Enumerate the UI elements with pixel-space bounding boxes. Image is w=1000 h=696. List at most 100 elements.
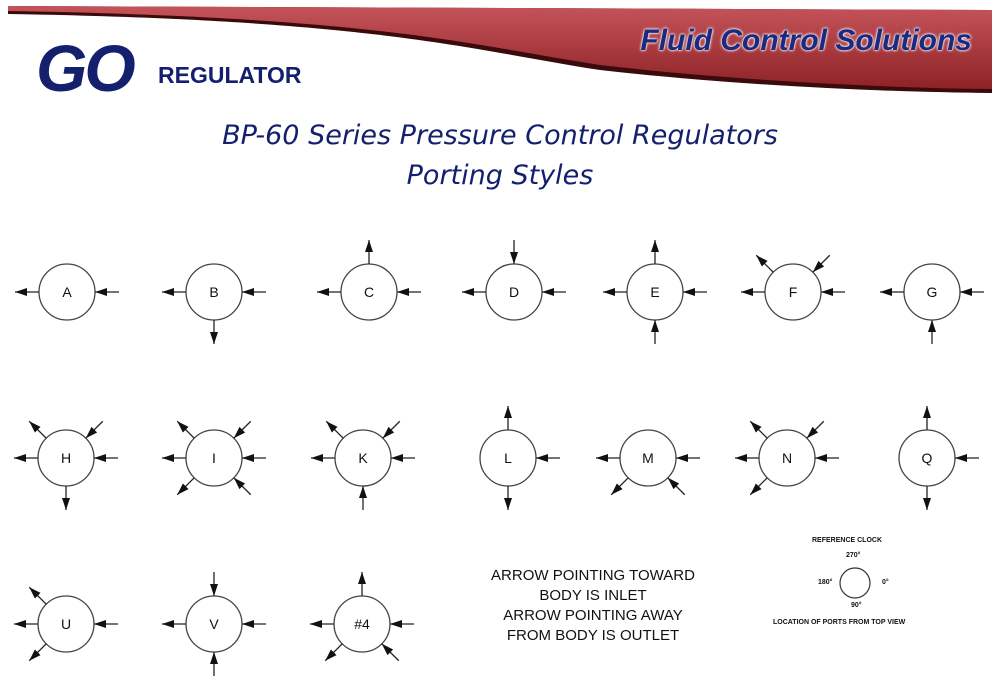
porting-style-h: H [14, 420, 118, 510]
inlet-arrow-icon [955, 454, 967, 462]
outlet-arrow-icon [735, 454, 747, 462]
legend-line: ARROW POINTING TOWARD [491, 567, 695, 584]
porting-style-g: G [880, 263, 984, 344]
porting-style-a: A [15, 263, 119, 321]
style-label: C [364, 284, 374, 300]
reference-clock-caption: LOCATION OF PORTS FROM TOP VIEW [773, 619, 906, 626]
style-label: I [212, 450, 216, 466]
inlet-arrow-icon [397, 288, 409, 296]
outlet-arrow-icon [603, 288, 615, 296]
tagline: Fluid Control Solutions [640, 24, 972, 57]
logo-go: GO [36, 31, 136, 105]
outlet-arrow-icon [177, 483, 189, 495]
inlet-arrow-icon [821, 288, 833, 296]
style-label: U [61, 616, 71, 632]
porting-style-b: B [162, 263, 266, 344]
style-label: M [642, 450, 654, 466]
inlet-arrow-icon [94, 454, 106, 462]
outlet-arrow-icon [750, 421, 762, 433]
style-label: K [358, 450, 368, 466]
page-subtitle: Porting Styles [406, 160, 594, 191]
porting-style-q: Q [898, 406, 979, 510]
style-label: N [782, 450, 792, 466]
outlet-arrow-icon [756, 255, 768, 267]
reference-clock-title: REFERENCE CLOCK [812, 537, 883, 544]
inlet-arrow-icon [542, 288, 554, 296]
outlet-arrow-icon [365, 240, 373, 252]
inlet-arrow-icon [85, 426, 98, 439]
outlet-arrow-icon [162, 288, 174, 296]
inlet-arrow-icon [210, 584, 218, 596]
style-label: A [62, 284, 72, 300]
inlet-arrow-icon [960, 288, 972, 296]
style-label: D [509, 284, 519, 300]
legend-line: ARROW POINTING AWAY [503, 607, 683, 624]
inlet-arrow-icon [242, 620, 254, 628]
porting-style-e: E [603, 240, 707, 344]
style-label: V [209, 616, 219, 632]
header-banner: GO REGULATOR Fluid Control Solutions [0, 0, 1000, 110]
inlet-arrow-icon [381, 643, 394, 656]
inlet-arrow-icon [815, 454, 827, 462]
porting-style-k: K [311, 420, 415, 510]
inlet-arrow-icon [683, 288, 695, 296]
outlet-arrow-icon [462, 288, 474, 296]
red-swoosh-band [8, 6, 992, 93]
inlet-arrow-icon [391, 454, 403, 462]
inlet-arrow-icon [359, 486, 367, 498]
style-label: B [209, 284, 218, 300]
porting-style-l: L [479, 406, 560, 510]
inlet-arrow-icon [667, 477, 680, 490]
style-label: F [789, 284, 798, 300]
inlet-arrow-icon [928, 320, 936, 332]
outlet-arrow-icon [923, 498, 931, 510]
inlet-arrow-icon [233, 426, 246, 439]
inlet-arrow-icon [676, 454, 688, 462]
legend-line: FROM BODY IS OUTLET [506, 627, 680, 644]
inlet-arrow-icon [651, 320, 659, 332]
legend-line: BODY IS INLET [539, 587, 647, 604]
porting-style-i: I [162, 420, 266, 496]
style-label: E [650, 284, 659, 300]
outlet-arrow-icon [162, 620, 174, 628]
outlet-arrow-icon [504, 498, 512, 510]
clock-270-label: 270° [846, 552, 861, 559]
inlet-arrow-icon [536, 454, 548, 462]
inlet-arrow-icon [812, 260, 825, 273]
outlet-arrow-icon [358, 572, 366, 584]
outlet-arrow-icon [29, 587, 41, 599]
inlet-arrow-icon [233, 477, 246, 490]
outlet-arrow-icon [162, 454, 174, 462]
inlet-arrow-icon [510, 252, 518, 264]
porting-style-v: V [162, 572, 266, 676]
inlet-arrow-icon [242, 454, 254, 462]
outlet-arrow-icon [311, 454, 323, 462]
porting-style-num4: #4 [310, 572, 414, 662]
porting-style-c: C [317, 240, 421, 321]
porting-style-d: D [462, 240, 566, 321]
outlet-arrow-icon [14, 454, 26, 462]
outlet-arrow-icon [15, 288, 27, 296]
outlet-arrow-icon [14, 620, 26, 628]
clock-0-label: 0° [882, 579, 889, 586]
style-label: L [504, 450, 512, 466]
porting-style-f: F [741, 254, 845, 321]
inlet-arrow-icon [382, 426, 395, 439]
outlet-arrow-icon [29, 649, 41, 661]
inlet-arrow-icon [390, 620, 402, 628]
outlet-arrow-icon [741, 288, 753, 296]
style-label: Q [922, 450, 933, 466]
logo-regulator: REGULATOR [158, 62, 302, 88]
arrow-legend: ARROW POINTING TOWARD BODY IS INLET ARRO… [448, 566, 738, 646]
outlet-arrow-icon [325, 649, 337, 661]
outlet-arrow-icon [596, 454, 608, 462]
clock-180-label: 180° [818, 579, 833, 586]
reference-clock-circle [839, 567, 871, 599]
outlet-arrow-icon [326, 421, 338, 433]
style-label: G [927, 284, 938, 300]
outlet-arrow-icon [611, 483, 623, 495]
outlet-arrow-icon [29, 421, 41, 433]
inlet-arrow-icon [210, 652, 218, 664]
outlet-arrow-icon [62, 498, 70, 510]
